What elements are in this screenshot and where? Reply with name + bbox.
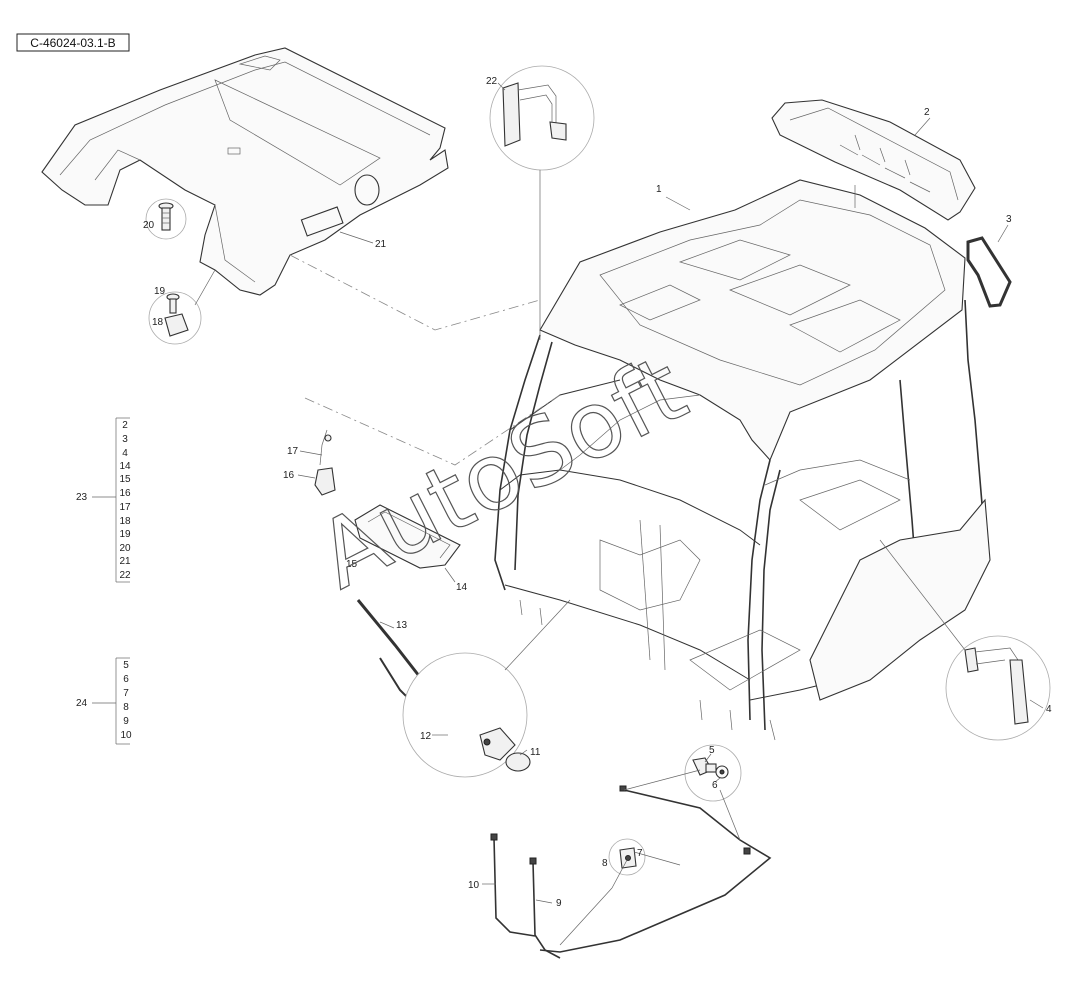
label-1: 1 [656,184,662,195]
reference-code-text: C-46024-03.1-B [30,36,115,50]
clip-part-7-8 [608,838,646,876]
kit-24-list: 24 5 6 7 8 9 10 [76,657,132,745]
label-13: 13 [396,620,408,631]
cab-frame-part-1 [494,179,991,741]
watermark: AutoSoft [301,334,703,610]
reference-code-box: C-46024-03.1-B [16,33,130,52]
kit-23-number: 23 [76,492,88,503]
kit-23-item: 3 [122,434,128,445]
fitting-part-5-6 [684,744,742,802]
kit-23-item: 21 [119,556,131,567]
label-20: 20 [143,220,155,231]
light-part-16-17 [314,429,336,496]
label-16: 16 [283,470,295,481]
clip-and-screw-part-18-19 [148,291,202,345]
kit-24-number: 24 [76,698,88,709]
kit-23-item: 17 [119,502,131,513]
watermark-text: AutoSoft [301,335,702,610]
label-11: 11 [530,747,541,758]
kit-23-item: 20 [119,543,131,554]
mirror-part-4 [945,635,1051,741]
kit-23-item: 16 [119,488,131,499]
label-4: 4 [1046,704,1052,715]
kit-23-item: 22 [119,570,131,581]
kit-23-item: 2 [122,420,128,431]
kit-24-item: 7 [123,688,129,699]
kit-24-item: 8 [123,702,129,713]
mirror-part-22 [489,65,595,171]
label-3: 3 [1006,214,1012,225]
kit-24-item: 5 [123,660,129,671]
label-6: 6 [712,780,718,791]
label-12: 12 [420,731,432,742]
kit-23-item: 19 [119,529,131,540]
label-9: 9 [556,898,562,909]
screw-part-20 [145,198,187,240]
headliner-part-21 [41,47,449,296]
kit-23-item: 14 [119,461,131,472]
label-15: 15 [346,559,358,570]
label-14: 14 [456,582,468,593]
kit-24-item: 10 [120,730,132,741]
label-19: 19 [154,286,166,297]
label-10: 10 [468,880,480,891]
kit-23-item: 18 [119,516,131,527]
kit-23-item: 4 [122,448,128,459]
label-18: 18 [152,317,164,328]
kit-23-list: 23 2 3 4 14 15 16 17 18 19 20 21 22 [76,417,131,583]
seal-part-3 [966,236,1012,308]
wiper-motor-part-11 [402,652,531,778]
part-number-labels: 1 2 3 4 5 6 7 8 9 10 11 12 13 14 15 16 1… [143,76,1052,909]
label-8: 8 [602,858,608,869]
label-2: 2 [924,107,930,118]
label-7: 7 [637,848,643,859]
washer-tubes-part-9-10 [490,785,772,959]
kit-24-item: 9 [123,716,129,727]
label-21: 21 [375,239,387,250]
roof-cover-part-2 [771,99,976,221]
label-22: 22 [486,76,498,87]
kit-24-item: 6 [123,674,129,685]
label-5: 5 [709,745,715,756]
kit-23-item: 15 [119,474,131,485]
label-17: 17 [287,446,299,457]
leader-lines [194,82,1044,946]
sun-visor-part-14-15 [354,504,461,569]
